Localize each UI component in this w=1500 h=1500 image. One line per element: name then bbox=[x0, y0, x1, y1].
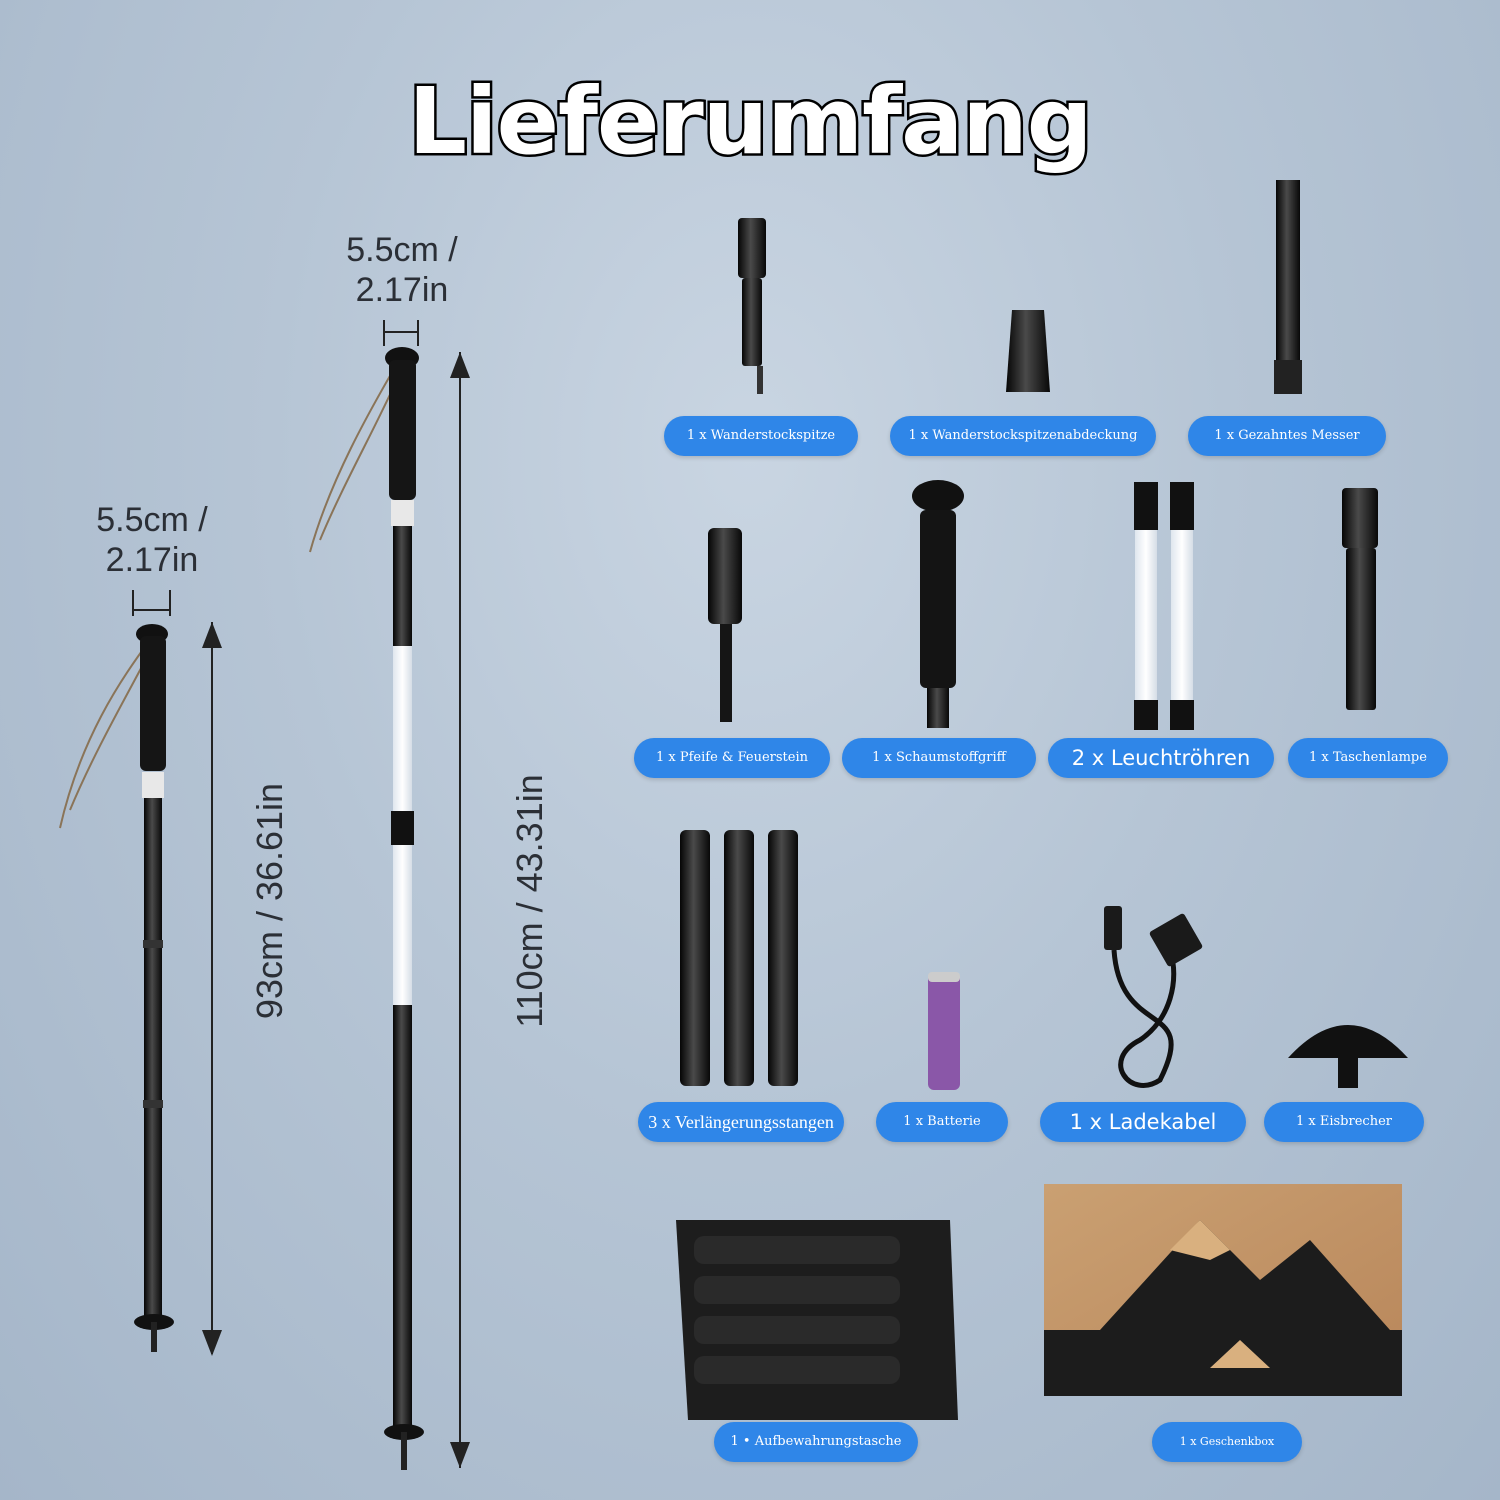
label-foam-grip: 1 x Schaumstoffgriff bbox=[842, 738, 1036, 778]
gift-box-illustration bbox=[1044, 1184, 1402, 1396]
foam-grip-illustration bbox=[912, 480, 964, 728]
long-pole-width-cm: 5.5cm / bbox=[346, 231, 458, 269]
bag-illustration bbox=[676, 1220, 958, 1420]
tip-cover-illustration bbox=[1006, 310, 1050, 392]
short-pole-width-in: 2.17in bbox=[105, 541, 199, 579]
label-knife: 1 x Gezahntes Messer bbox=[1188, 416, 1386, 456]
extensions-illustration bbox=[680, 830, 798, 1086]
ice-breaker-illustration bbox=[1288, 1025, 1408, 1088]
long-pole-width-in: 2.17in bbox=[355, 271, 449, 309]
label-gift-box: 1 x Geschenkbox bbox=[1152, 1422, 1302, 1462]
label-tip-cover: 1 x Wanderstockspitzenabdeckung bbox=[890, 416, 1156, 456]
label-battery: 1 x Batterie bbox=[876, 1102, 1008, 1142]
label-bag: 1 • Aufbewahrungstasche bbox=[714, 1422, 918, 1462]
flashlight-illustration bbox=[1342, 488, 1378, 710]
short-pole-width-cm: 5.5cm / bbox=[96, 501, 208, 539]
short-pole-width-label: 5.5cm / 2.17in bbox=[82, 500, 222, 580]
long-pole-length-label: 110cm / 43.31in bbox=[509, 774, 550, 1028]
label-cable: 1 x Ladekabel bbox=[1040, 1102, 1246, 1142]
label-ice-breaker: 1 x Eisbrecher bbox=[1264, 1102, 1424, 1142]
tip-illustration bbox=[738, 218, 766, 394]
label-extensions: 3 x Verlängerungsstangen bbox=[638, 1102, 844, 1142]
label-tip: 1 x Wanderstockspitze bbox=[664, 416, 858, 456]
battery-illustration bbox=[928, 972, 960, 1090]
label-whistle: 1 x Pfeife & Feuerstein bbox=[634, 738, 830, 778]
page-title: Lieferumfang bbox=[406, 66, 1095, 178]
label-flashlight: 1 x Taschenlampe bbox=[1288, 738, 1448, 778]
long-trekking-pole bbox=[309, 320, 470, 1470]
short-trekking-pole bbox=[59, 590, 222, 1356]
label-light-tubes: 2 x Leuchtröhren bbox=[1048, 738, 1274, 778]
whistle-illustration bbox=[708, 528, 742, 722]
short-pole-length-label: 93cm / 36.61in bbox=[249, 782, 290, 1020]
light-tubes-illustration bbox=[1134, 482, 1194, 730]
knife-illustration bbox=[1274, 180, 1302, 394]
cable-illustration bbox=[1104, 906, 1203, 1088]
long-pole-width-label: 5.5cm / 2.17in bbox=[332, 230, 472, 310]
